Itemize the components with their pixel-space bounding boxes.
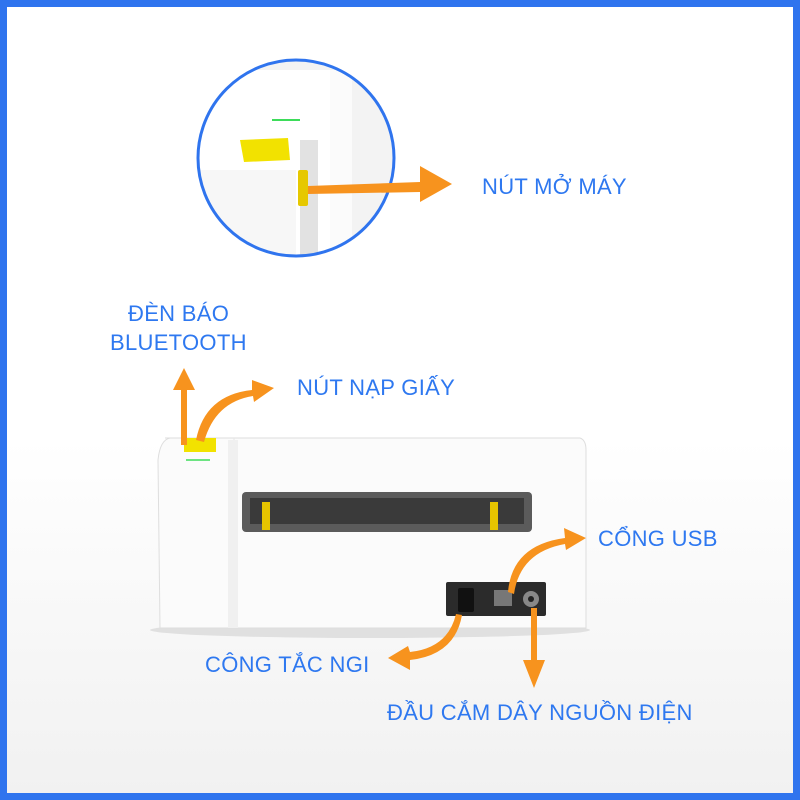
label-power-button: NÚT MỞ MÁY bbox=[482, 174, 627, 199]
label-power-jack: ĐẦU CẮM DÂY NGUỒN ĐIỆN bbox=[387, 700, 693, 725]
arrow-down-icon bbox=[523, 608, 545, 688]
label-usb-port: CỔNG USB bbox=[598, 526, 718, 551]
arrow-curve-icon bbox=[508, 528, 586, 594]
label-bluetooth-light-line1: ĐÈN BÁO bbox=[128, 301, 230, 326]
arrow-up-icon bbox=[173, 368, 195, 445]
label-power-switch: CÔNG TẮC NGI bbox=[205, 652, 370, 677]
power-button-yellow bbox=[298, 170, 308, 206]
arrow-curve-icon bbox=[196, 380, 274, 442]
printer-body bbox=[150, 437, 590, 638]
arrow-curve-icon bbox=[388, 614, 462, 670]
label-bluetooth-light-line2: BLUETOOTH bbox=[110, 330, 247, 355]
label-feed-button: NÚT NẠP GIẤY bbox=[297, 375, 456, 400]
callout-arrows bbox=[173, 368, 586, 688]
arrow-icon bbox=[308, 166, 452, 202]
usb-port-icon bbox=[494, 590, 512, 606]
power-switch-icon bbox=[458, 588, 474, 612]
feed-button-yellow bbox=[240, 138, 290, 162]
zoom-inset bbox=[196, 58, 396, 258]
